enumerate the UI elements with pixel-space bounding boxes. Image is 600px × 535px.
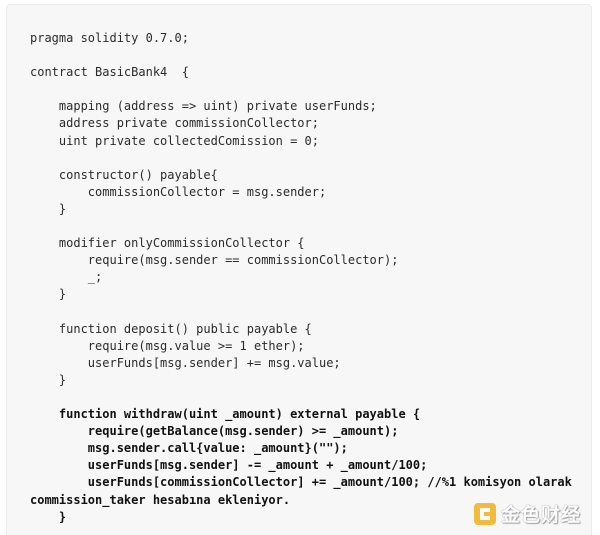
watermark-text: 金色财经 <box>500 504 581 526</box>
jinse-logo-icon <box>473 502 496 525</box>
code-line: require(msg.value >= 1 ether); <box>30 338 305 353</box>
code-line: userFunds[msg.sender] += msg.value; <box>30 355 341 370</box>
code-line: address private commissionCollector; <box>30 116 319 131</box>
code-line: function withdraw(uint _amount) external… <box>30 407 421 422</box>
code-line: uint private collectedComission = 0; <box>30 133 319 148</box>
code-line: } <box>30 201 67 216</box>
code-line: modifier onlyCommissionCollector { <box>30 236 305 251</box>
code-line: mapping (address => uint) private userFu… <box>30 99 377 114</box>
code-line: userFunds[commissionCollector] += _amoun… <box>30 475 572 490</box>
code-line: commissionCollector = msg.sender; <box>30 184 327 199</box>
blank-code-line <box>30 304 572 321</box>
blank-code-line <box>30 81 572 98</box>
code-line: } <box>30 372 67 387</box>
code-line: constructor() payable{ <box>30 167 218 182</box>
watermark: 金色财经 <box>473 500 581 527</box>
code-listing: pragma solidity 0.7.0; contract BasicBank… <box>30 30 572 526</box>
blank-code-line <box>30 218 572 235</box>
code-line: _; <box>30 270 103 285</box>
code-line: msg.sender.call{value: _amount}(""); <box>30 441 348 456</box>
code-line: function deposit() public payable { <box>30 321 312 336</box>
code-line: } <box>30 509 67 524</box>
code-line: } <box>30 287 67 302</box>
blank-code-line <box>30 47 572 64</box>
code-line: userFunds[msg.sender] -= _amount + _amou… <box>30 458 428 473</box>
code-line: pragma solidity 0.7.0; <box>30 31 189 45</box>
blank-code-line <box>30 389 572 406</box>
blank-code-line <box>30 150 572 167</box>
code-line: commission_taker hesabına ekleniyor. <box>30 492 291 507</box>
code-block: pragma solidity 0.7.0; contract BasicBank… <box>6 4 592 535</box>
code-line: require(getBalance(msg.sender) >= _amoun… <box>30 424 399 439</box>
code-line: require(msg.sender == commissionCollecto… <box>30 253 399 268</box>
code-line: contract BasicBank4 { <box>30 65 189 80</box>
